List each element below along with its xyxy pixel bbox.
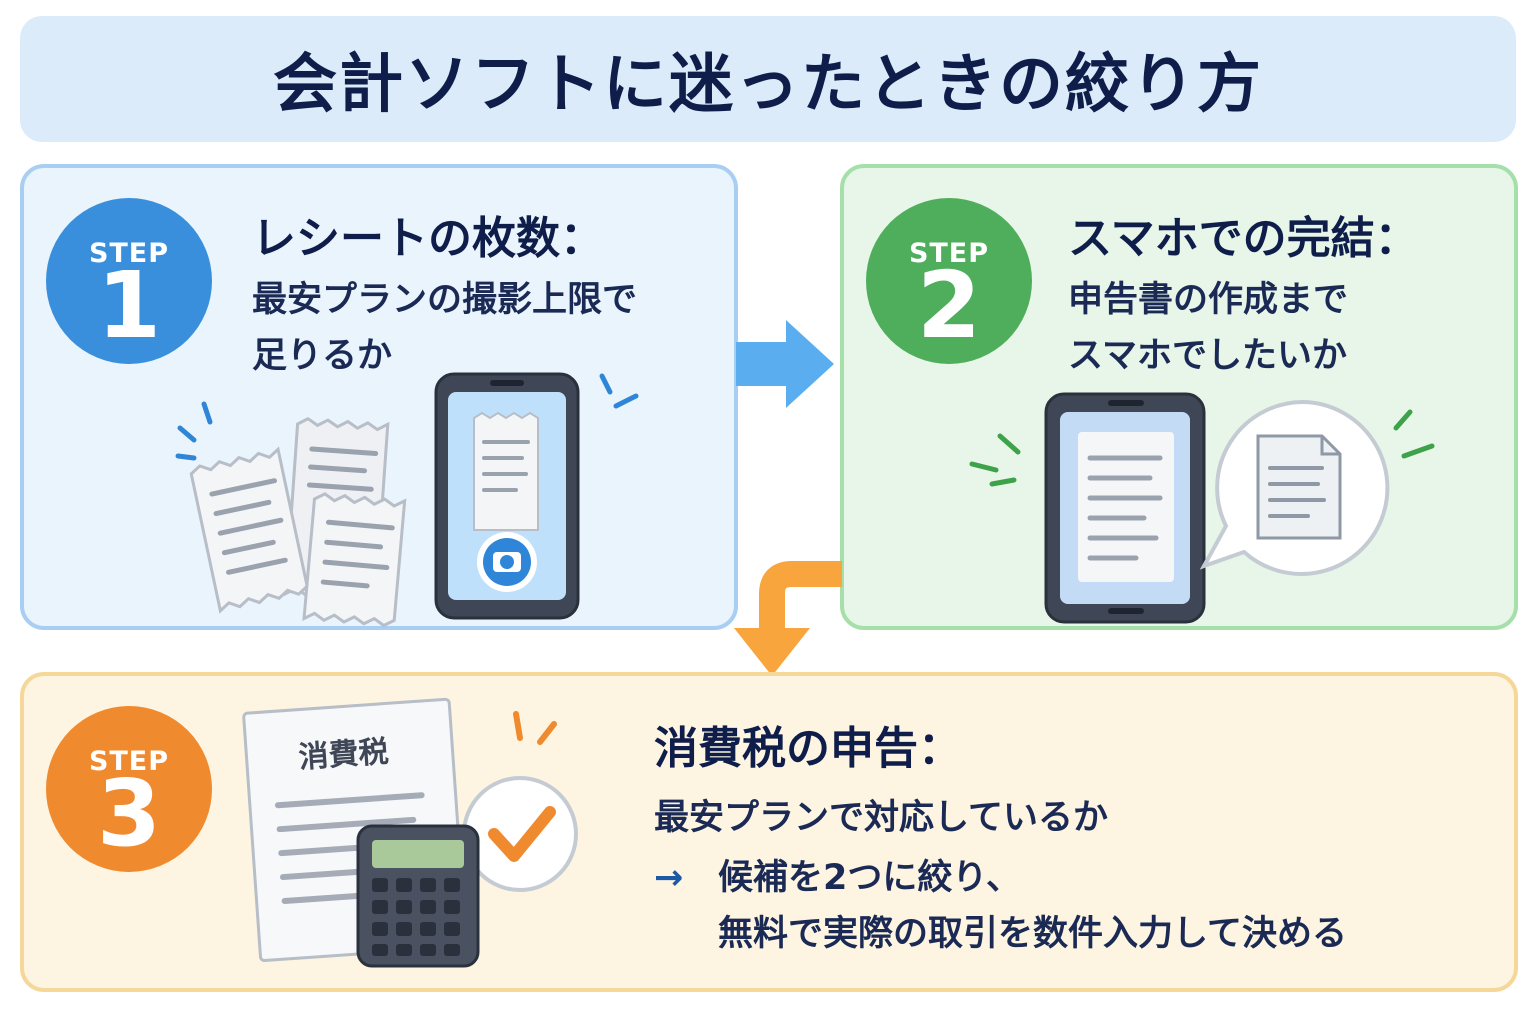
arrow-right-icon [736, 320, 834, 408]
step-2-heading: スマホでの完結： [1068, 213, 1419, 264]
step-3-badge-label: STEP [88, 746, 170, 777]
step-1-body-line-1: 最安プランの撮影上限で [252, 280, 638, 320]
step-1-badge-number: 1 [96, 252, 161, 359]
step-2-badge-label: STEP [908, 238, 990, 269]
step-2-badge: STEP 2 [866, 198, 1032, 364]
phone-document-icon [969, 392, 1206, 624]
conclusion-arrow-icon: → [654, 858, 684, 898]
step-3-conclusion-line-1: 候補を2つに絞り、 [718, 858, 1021, 898]
step-1-badge-label: STEP [88, 238, 170, 269]
step-1-badge: STEP 1 [46, 198, 212, 364]
step-3-body: 最安プランで対応しているか [654, 798, 1108, 838]
phone-camera-icon [434, 372, 639, 620]
step-2-badge-number: 2 [916, 252, 981, 359]
tax-document-label: 消費税 [297, 734, 389, 775]
step-2-body: 申告書の作成まで スマホでしたいか [1068, 272, 1348, 384]
step-2-body-line-2: スマホでしたいか [1068, 336, 1347, 376]
calculator-icon [356, 824, 480, 968]
step-2-body-line-1: 申告書の作成まで [1068, 280, 1349, 320]
step-3-badge-number: 3 [96, 760, 161, 867]
title-banner: 会計ソフトに迷ったときの絞り方 [20, 16, 1516, 142]
step-1-body: 最安プランの撮影上限で 足りるか [252, 272, 637, 384]
step-3-heading: 消費税の申告： [654, 723, 962, 774]
page-title: 会計ソフトに迷ったときの絞り方 [273, 48, 1263, 122]
speech-bubble-document-icon [1199, 399, 1435, 576]
step-3-conclusion: → 候補を2つに絞り、 無料で実際の取引を数件入力して決める [654, 850, 1347, 962]
step-1-body-line-2: 足りるか [252, 336, 393, 376]
arrow-down-icon [734, 561, 842, 676]
receipts-icon [175, 401, 407, 628]
step-3-conclusion-line-2: 無料で実際の取引を数件入力して決める [718, 914, 1347, 954]
step-3-badge: STEP 3 [46, 706, 212, 872]
step-1-heading: レシートの枚数： [252, 213, 604, 264]
